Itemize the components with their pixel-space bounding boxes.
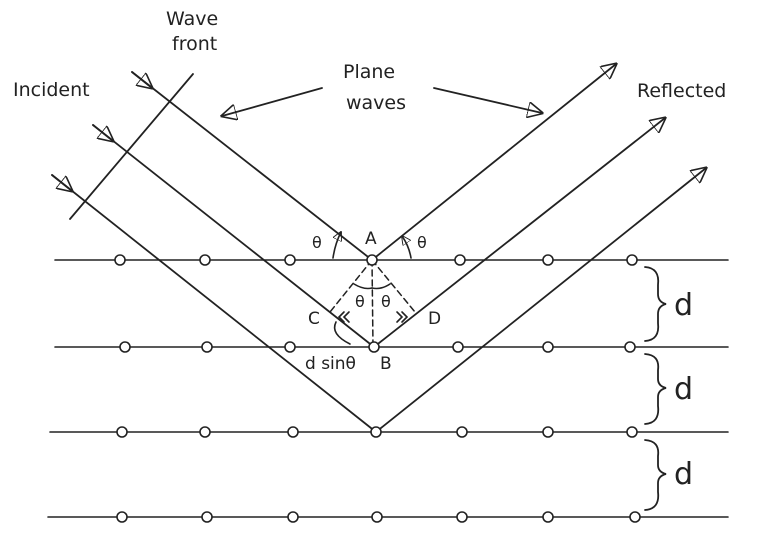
right-angle-c <box>337 311 345 323</box>
point-c-label: C <box>308 309 320 329</box>
line-a-c <box>329 259 373 313</box>
d-sin-theta-bracket <box>333 321 351 345</box>
lattice-planes <box>47 259 729 518</box>
right-angle-d <box>401 311 409 323</box>
plane-waves-pointers <box>222 87 542 116</box>
atom-plane1-4 <box>366 254 378 266</box>
wave-front-label-line1: Wave <box>166 8 218 30</box>
atom-plane1-6 <box>542 254 554 266</box>
reflected-ray-1 <box>371 64 616 261</box>
atom-plane3-4 <box>370 426 382 438</box>
theta-inner-left: θ <box>355 292 365 311</box>
atom-plane4-5 <box>456 511 468 523</box>
spacing-brace-3 <box>644 439 667 511</box>
spacing-braces <box>644 266 667 511</box>
incident-arrowhead-1 <box>131 71 152 88</box>
incident-ray-3 <box>51 174 377 433</box>
atom-plane2-7 <box>624 341 636 353</box>
angle-arc-incident <box>332 232 341 259</box>
spacing-label-1: d <box>674 288 693 323</box>
point-b-label: B <box>380 354 392 374</box>
atom-plane2-4 <box>368 341 380 353</box>
plane-waves-label-line2: waves <box>346 92 406 114</box>
wave-front-label-line2: front <box>172 33 217 55</box>
right-angle-c2 <box>342 311 350 323</box>
reflected-ray-3 <box>375 168 706 433</box>
atom-plane2-3 <box>284 341 296 353</box>
angle-arc-inner-right <box>371 283 391 290</box>
construction-lines <box>329 259 416 348</box>
angle-arc-inner-left <box>353 283 373 290</box>
atom-plane3-1 <box>116 426 128 438</box>
angle-marks <box>332 232 412 345</box>
atom-plane4-6 <box>542 511 554 523</box>
theta-inner-right: θ <box>381 292 391 311</box>
plane-waves-arrow-right <box>433 87 542 113</box>
atom-plane1-1 <box>114 254 126 266</box>
line-a-d <box>371 259 416 313</box>
atom-plane2-6 <box>542 341 554 353</box>
point-d-label: D <box>428 309 441 329</box>
reflected-ray-2 <box>373 118 665 348</box>
atom-plane4-3 <box>287 511 299 523</box>
wave-front-line <box>69 73 194 220</box>
atom-plane3-3 <box>287 426 299 438</box>
atom-plane4-2 <box>201 511 213 523</box>
line-a-b <box>371 259 374 348</box>
angle-arc-reflected <box>402 236 412 259</box>
atom-plane4-4 <box>371 511 383 523</box>
plane-waves-arrow-left <box>222 87 323 116</box>
incident-arrowhead-3 <box>51 174 72 191</box>
atom-plane4-1 <box>116 511 128 523</box>
incident-arrowhead-2 <box>92 124 113 141</box>
reflected-label: Reflected <box>637 80 726 102</box>
spacing-brace-2 <box>644 353 667 425</box>
atom-plane3-6 <box>542 426 554 438</box>
atom-plane1-3 <box>284 254 296 266</box>
theta-reflected: θ <box>417 233 427 252</box>
atom-plane2-2 <box>201 341 213 353</box>
plane-waves-label-line1: Plane <box>343 61 395 83</box>
atom-plane3-5 <box>456 426 468 438</box>
atom-plane2-5 <box>452 341 464 353</box>
atom-plane1-5 <box>454 254 466 266</box>
incident-label: Incident <box>13 79 90 101</box>
theta-incident: θ <box>312 233 322 252</box>
spacing-label-2: d <box>674 372 693 407</box>
atom-plane1-7 <box>626 254 638 266</box>
atom-plane3-7 <box>626 426 638 438</box>
atom-plane4-7 <box>629 511 641 523</box>
spacing-brace-1 <box>644 266 667 342</box>
atom-plane2-1 <box>119 341 131 353</box>
spacing-label-3: d <box>674 457 693 492</box>
d-sin-theta-label: d sinθ <box>305 354 356 374</box>
incident-rays <box>51 71 377 433</box>
incident-ray-1 <box>131 71 373 261</box>
atoms <box>114 254 641 523</box>
right-angle-d2 <box>396 311 404 323</box>
atom-plane1-2 <box>199 254 211 266</box>
incident-ray-2 <box>92 124 375 348</box>
point-a-label: A <box>365 229 377 249</box>
reflected-rays <box>371 64 706 433</box>
atom-plane3-2 <box>199 426 211 438</box>
